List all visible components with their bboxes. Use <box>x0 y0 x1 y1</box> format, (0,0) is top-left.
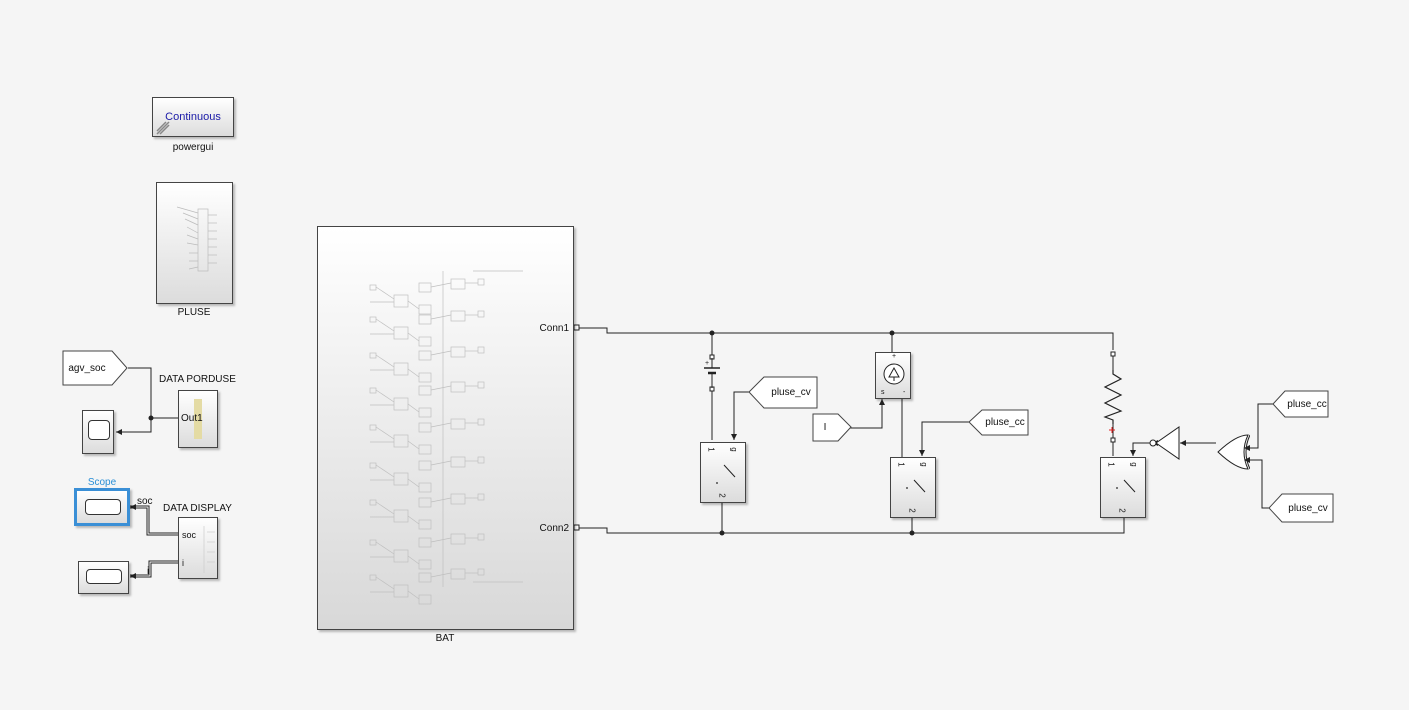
current-constant-tag[interactable]: I <box>812 413 852 442</box>
scope-title: Scope <box>87 477 117 488</box>
scope-icon <box>86 569 122 584</box>
agv-soc-goto-tag[interactable]: agv_soc <box>62 350 128 386</box>
agv-soc-label: agv_soc <box>68 362 106 374</box>
current-scope-block[interactable] <box>78 561 129 594</box>
scope-icon <box>85 499 121 515</box>
ideal-switch-icon <box>1116 479 1136 493</box>
switch3-port-1: 1 <box>1106 462 1116 467</box>
switch2-port-1: 1 <box>896 462 906 467</box>
svg-text:+: + <box>705 360 709 367</box>
data-display-label: DATA DISPLAY <box>163 503 232 514</box>
bat-conn1-port: Conn1 <box>539 323 569 334</box>
ideal-switch-1[interactable]: 1 g 2 <box>700 442 746 503</box>
switch3-port-g: g <box>1129 462 1139 467</box>
scope-icon <box>88 420 110 440</box>
pluse-cv-label-1: pluse_cv <box>771 387 811 398</box>
controlled-current-source-icon <box>883 363 905 385</box>
pulse-subsystem-preview <box>176 206 217 272</box>
bat-label: BAT <box>435 633 455 644</box>
current-source-s: s <box>881 389 885 396</box>
data-display-i-port: i <box>182 558 184 568</box>
wire-top-bus <box>578 327 1114 350</box>
data-produce-subsystem[interactable]: Out1 <box>178 390 218 448</box>
pluse-cv-from-tag-1[interactable]: pluse_cv <box>748 376 818 409</box>
ideal-switch-2[interactable]: 1 g 2 <box>890 457 936 518</box>
switch3-port-2: 2 <box>1117 508 1127 513</box>
pluse-cv-from-tag-2[interactable]: pluse_cv <box>1268 493 1334 523</box>
pluse-cc-from-tag-1[interactable]: pluse_cc <box>968 409 1029 436</box>
scope-block[interactable] <box>74 488 130 526</box>
resistor-plus-marker <box>1109 427 1115 433</box>
soc-scope-block[interactable] <box>82 410 114 454</box>
data-produce-label: DATA PORDUSE <box>159 374 236 385</box>
switch1-port-g: g <box>729 447 739 452</box>
controlled-current-source[interactable]: + s - <box>875 352 911 399</box>
ideal-switch-3[interactable]: 1 g 2 <box>1100 457 1146 518</box>
powergui-icon <box>156 121 170 135</box>
scope-signal-soc: soc <box>137 496 153 507</box>
data-display-soc-port: soc <box>182 530 197 540</box>
pluse-cc-label-1: pluse_cc <box>985 417 1025 428</box>
powergui-label: powergui <box>172 142 214 153</box>
pluse-cc-from-tag-2[interactable]: pluse_cc <box>1272 390 1329 418</box>
scope-signal-i: i <box>147 566 150 577</box>
ideal-switch-icon <box>716 464 736 484</box>
not-gate-icon[interactable] <box>1146 426 1182 460</box>
switch2-port-2: 2 <box>907 508 917 513</box>
data-display-subsystem[interactable]: soc i <box>178 517 218 579</box>
current-source-minus: - <box>903 389 906 396</box>
wire-bottom-bus <box>578 508 1125 534</box>
resistor-icon[interactable] <box>1103 370 1125 424</box>
bat-subsystem-preview <box>369 270 523 605</box>
data-produce-out1-port: Out1 <box>181 413 203 424</box>
current-constant-label: I <box>823 422 827 433</box>
powergui-block[interactable]: Continuous <box>152 97 234 137</box>
or-gate-icon[interactable] <box>1214 434 1250 470</box>
data-produce-highlight <box>194 399 202 439</box>
switch1-port-1: 1 <box>706 447 716 452</box>
powergui-mode: Continuous <box>165 111 221 123</box>
dc-voltage-source-icon[interactable]: + <box>702 358 724 388</box>
data-display-preview <box>203 526 215 573</box>
pulse-label: PLUSE <box>177 307 211 318</box>
switch1-port-2: 2 <box>717 493 727 498</box>
switch2-port-g: g <box>919 462 929 467</box>
current-source-plus: + <box>892 353 897 360</box>
ideal-switch-icon <box>906 479 926 493</box>
bat-conn2-port: Conn2 <box>539 523 569 534</box>
bat-subsystem[interactable]: Conn1 Conn2 <box>317 226 574 630</box>
pulse-subsystem[interactable] <box>156 182 233 304</box>
pluse-cv-label-2: pluse_cv <box>1288 502 1328 514</box>
pluse-cc-label-2: pluse_cc <box>1287 398 1327 410</box>
